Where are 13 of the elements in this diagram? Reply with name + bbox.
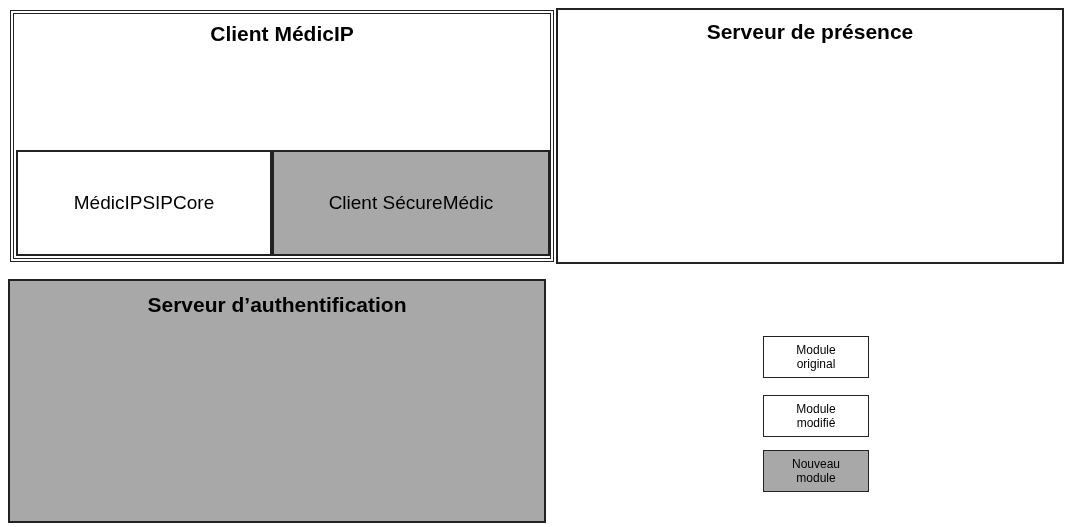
legend-swatch: Module modifié — [763, 395, 869, 437]
module-label: Client SécureMédic — [328, 192, 494, 214]
legend-swatch: Module original — [763, 336, 869, 378]
server-panel — [556, 8, 1064, 264]
module-box — [272, 150, 550, 256]
panel-title: Serveur de présence — [706, 20, 914, 44]
module-label: MédicIPSIPCore — [73, 192, 215, 214]
legend-swatch: Nouveau module — [763, 450, 869, 492]
server-panel — [8, 279, 546, 523]
module-box — [16, 150, 272, 256]
panel-title: Client MédicIP — [210, 22, 354, 46]
client-panel — [10, 10, 554, 262]
panel-title: Serveur d’authentification — [147, 293, 407, 317]
